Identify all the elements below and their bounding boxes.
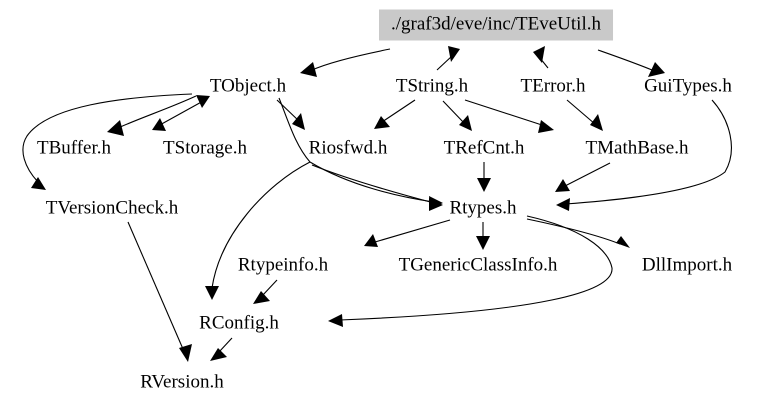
- edge-tobject-tversioncheck: [22, 93, 193, 190]
- node-dllimport[interactable]: DllImport.h: [641, 254, 733, 276]
- edge-tstring-trefcnt: [442, 100, 472, 131]
- edge-rconfig-rversion: [210, 337, 233, 361]
- node-tstorage[interactable]: TStorage.h: [163, 137, 247, 159]
- node-rtypes[interactable]: Rtypes.h: [449, 197, 517, 219]
- node-terror[interactable]: TError.h: [520, 75, 586, 97]
- node-tobject[interactable]: TObject.h: [209, 75, 287, 97]
- edge-tversioncheck-rversion: [127, 221, 192, 362]
- edge-teveutil-terror: [533, 46, 549, 69]
- edge-trefcnt-rtypes: [477, 162, 491, 192]
- node-riosfwd[interactable]: Riosfwd.h: [308, 137, 388, 159]
- node-trefcnt[interactable]: TRefCnt.h: [443, 137, 525, 159]
- node-teveutil[interactable]: ./graf3d/eve/inc/TEveUtil.h: [379, 9, 613, 41]
- edge-teveutil-guitypes: [597, 49, 665, 77]
- node-tmathbase[interactable]: TMathBase.h: [585, 137, 689, 159]
- node-guitypes[interactable]: GuiTypes.h: [644, 75, 732, 97]
- edge-terror-tmathbase: [566, 99, 603, 131]
- edge-rtypes-dllimport: [526, 218, 630, 248]
- edge-tmathbase-rtypes: [555, 162, 611, 192]
- node-rconfig[interactable]: RConfig.h: [199, 312, 279, 334]
- edge-teveutil-tobject: [300, 48, 391, 77]
- node-rtypeinfo[interactable]: Rtypeinfo.h: [237, 254, 329, 276]
- node-tstring[interactable]: TString.h: [395, 75, 469, 97]
- edge-tstring-tmathbase: [464, 99, 554, 133]
- edge-rtypes-rtypeinfo: [364, 219, 451, 247]
- edge-rtypes-rconfig: [328, 215, 613, 327]
- node-tversioncheck[interactable]: TVersionCheck.h: [45, 197, 179, 219]
- node-tbuffer[interactable]: TBuffer.h: [36, 137, 112, 159]
- edge-teveutil-tstring: [436, 46, 460, 71]
- node-rversion[interactable]: RVersion.h: [140, 371, 224, 393]
- node-tgenericclassinfo[interactable]: TGenericClassInfo.h: [398, 254, 558, 276]
- edge-rtypes-tgenericclassinfo: [476, 222, 490, 250]
- edge-tobject-tbuffer: [107, 95, 197, 136]
- edge-riosfwd-rconfig: [205, 161, 311, 300]
- edge-tobject-tstorage: [152, 95, 210, 131]
- edge-guitypes-rtypes: [556, 99, 732, 211]
- edge-riosfwd-rtypes: [311, 164, 443, 211]
- edge-tstring-riosfwd: [374, 99, 416, 129]
- edge-rtypeinfo-rconfig: [253, 279, 278, 304]
